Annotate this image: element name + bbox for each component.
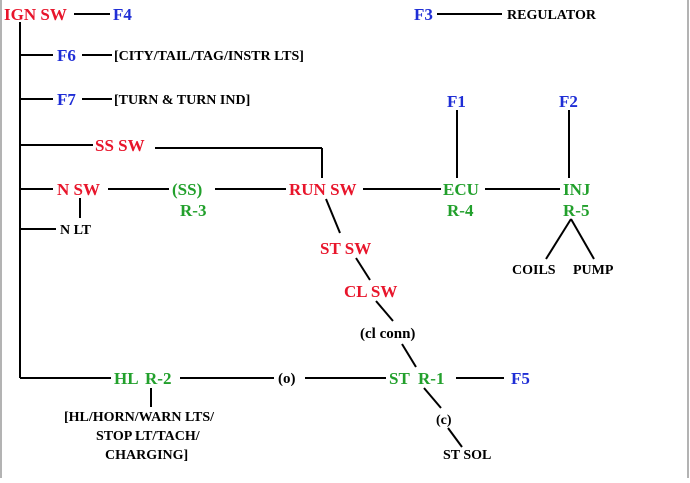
- fuse-f1-label: F1: [447, 92, 466, 111]
- run-switch-label: RUN SW: [289, 180, 357, 199]
- inj-label: INJ: [563, 180, 591, 199]
- cl-conn-label: (cl conn): [360, 326, 415, 342]
- relay-r5-label: R-5: [563, 201, 589, 220]
- st-relay-label: ST: [389, 369, 410, 388]
- ss-relay-label: (SS): [172, 180, 202, 199]
- fuse-f2-label: F2: [559, 92, 578, 111]
- wire-str1-c: [423, 387, 442, 409]
- city-tail-lights-label: [CITY/TAIL/TAG/INSTR LTS]: [114, 49, 304, 64]
- ecu-label: ECU: [443, 180, 479, 199]
- neutral-light-label: N LT: [60, 223, 92, 238]
- hl-label: HL: [114, 369, 139, 388]
- wire-inj-pump: [570, 218, 595, 260]
- wire-inj-coils: [545, 218, 572, 260]
- fuse-f5-label: F5: [511, 369, 530, 388]
- st-solenoid-label: ST SOL: [443, 448, 491, 463]
- fuse-f6-label: F6: [57, 46, 76, 65]
- n-switch-label: N SW: [57, 180, 100, 199]
- wire-run-stsw: [325, 198, 341, 234]
- hl-loads-line2: STOP LT/TACH/: [96, 429, 201, 444]
- wire-stsw-clsw: [355, 257, 371, 281]
- fuse-f7-label: F7: [57, 90, 76, 109]
- ss-switch-label: SS SW: [95, 136, 145, 155]
- fuse-f3-label: F3: [414, 5, 433, 24]
- cl-switch-label: CL SW: [344, 282, 397, 301]
- relay-r4-label: R-4: [447, 201, 474, 220]
- fuse-f4-label: F4: [113, 5, 132, 24]
- labels: IGN SW F4 F3 REGULATOR F6 [CITY/TAIL/TAG…: [4, 5, 614, 463]
- relay-r2-label: R-2: [145, 369, 171, 388]
- regulator-label: REGULATOR: [507, 8, 597, 23]
- hl-loads-line1: [HL/HORN/WARN LTS/: [64, 410, 215, 425]
- wire-clconn-str1: [401, 343, 417, 368]
- hl-loads-line3: CHARGING]: [105, 448, 188, 463]
- st-switch-label: ST SW: [320, 239, 371, 258]
- wire-clsw-clconn: [375, 300, 394, 322]
- ign-switch-label: IGN SW: [4, 5, 67, 24]
- relay-r1-label: R-1: [418, 369, 444, 388]
- o-connector-label: (o): [278, 371, 296, 387]
- wires: [19, 13, 595, 448]
- pump-label: PUMP: [573, 263, 614, 278]
- wire-c-stsol: [447, 427, 463, 448]
- turn-indicator-label: [TURN & TURN IND]: [114, 93, 250, 108]
- c-connector-label: (c): [436, 413, 452, 428]
- relay-r3-label: R-3: [180, 201, 206, 220]
- coils-label: COILS: [512, 263, 556, 278]
